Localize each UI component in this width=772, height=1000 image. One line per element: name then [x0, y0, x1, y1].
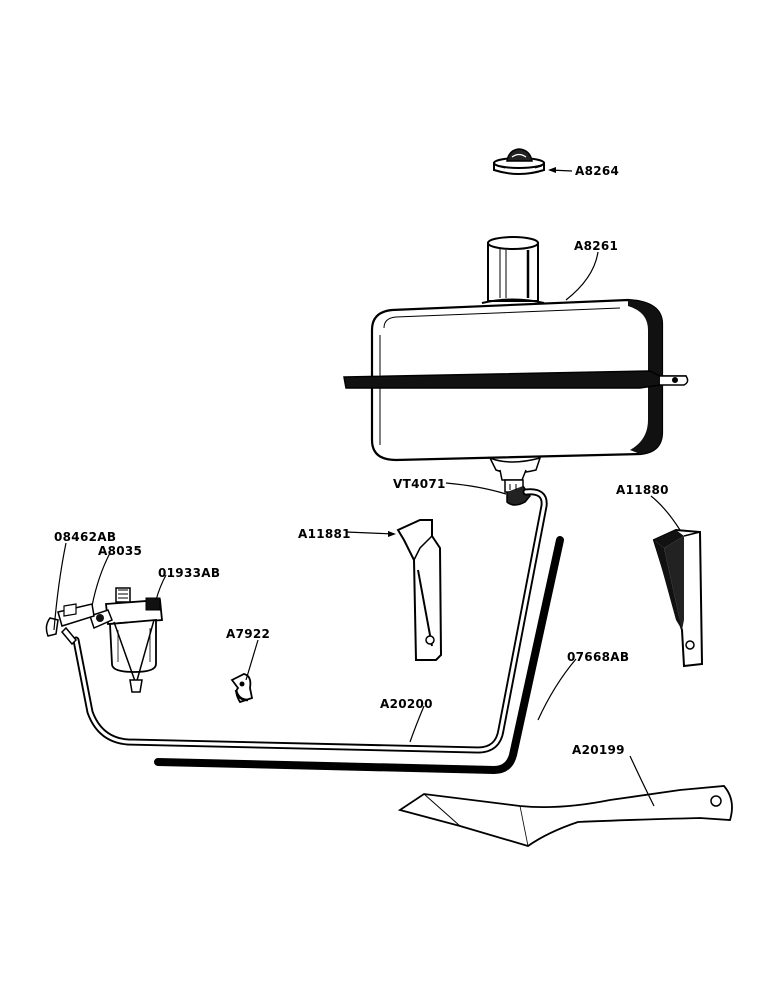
label-fuel-line: A20200 — [380, 697, 433, 711]
line-clip — [230, 673, 254, 704]
label-tank: A8261 — [574, 239, 618, 253]
label-elbow: VT4071 — [393, 477, 446, 491]
bracket-right — [652, 528, 704, 668]
sediment-bowl-assembly — [45, 587, 163, 693]
label-fitting: A8035 — [98, 544, 142, 558]
fuel-tank — [343, 236, 689, 481]
label-strap: A20199 — [572, 743, 625, 757]
label-bracket-right: A11880 — [616, 483, 669, 497]
label-bracket-left: A11881 — [298, 527, 351, 541]
label-sediment-bowl: 01933AB — [158, 566, 220, 580]
hose — [154, 536, 564, 774]
label-hose: 07668AB — [567, 650, 629, 664]
tank-strap — [397, 785, 733, 847]
part-labels: A8264 A8261 VT4071 A11880 A11881 08462AB… — [54, 164, 669, 757]
label-shutoff-valve: 08462AB — [54, 530, 116, 544]
leader-lines — [53, 167, 681, 807]
label-cap: A8264 — [575, 164, 619, 178]
bracket-left — [396, 519, 443, 661]
label-clip: A7922 — [226, 627, 270, 641]
tank-cap — [493, 148, 545, 175]
fuel-line — [72, 488, 548, 754]
